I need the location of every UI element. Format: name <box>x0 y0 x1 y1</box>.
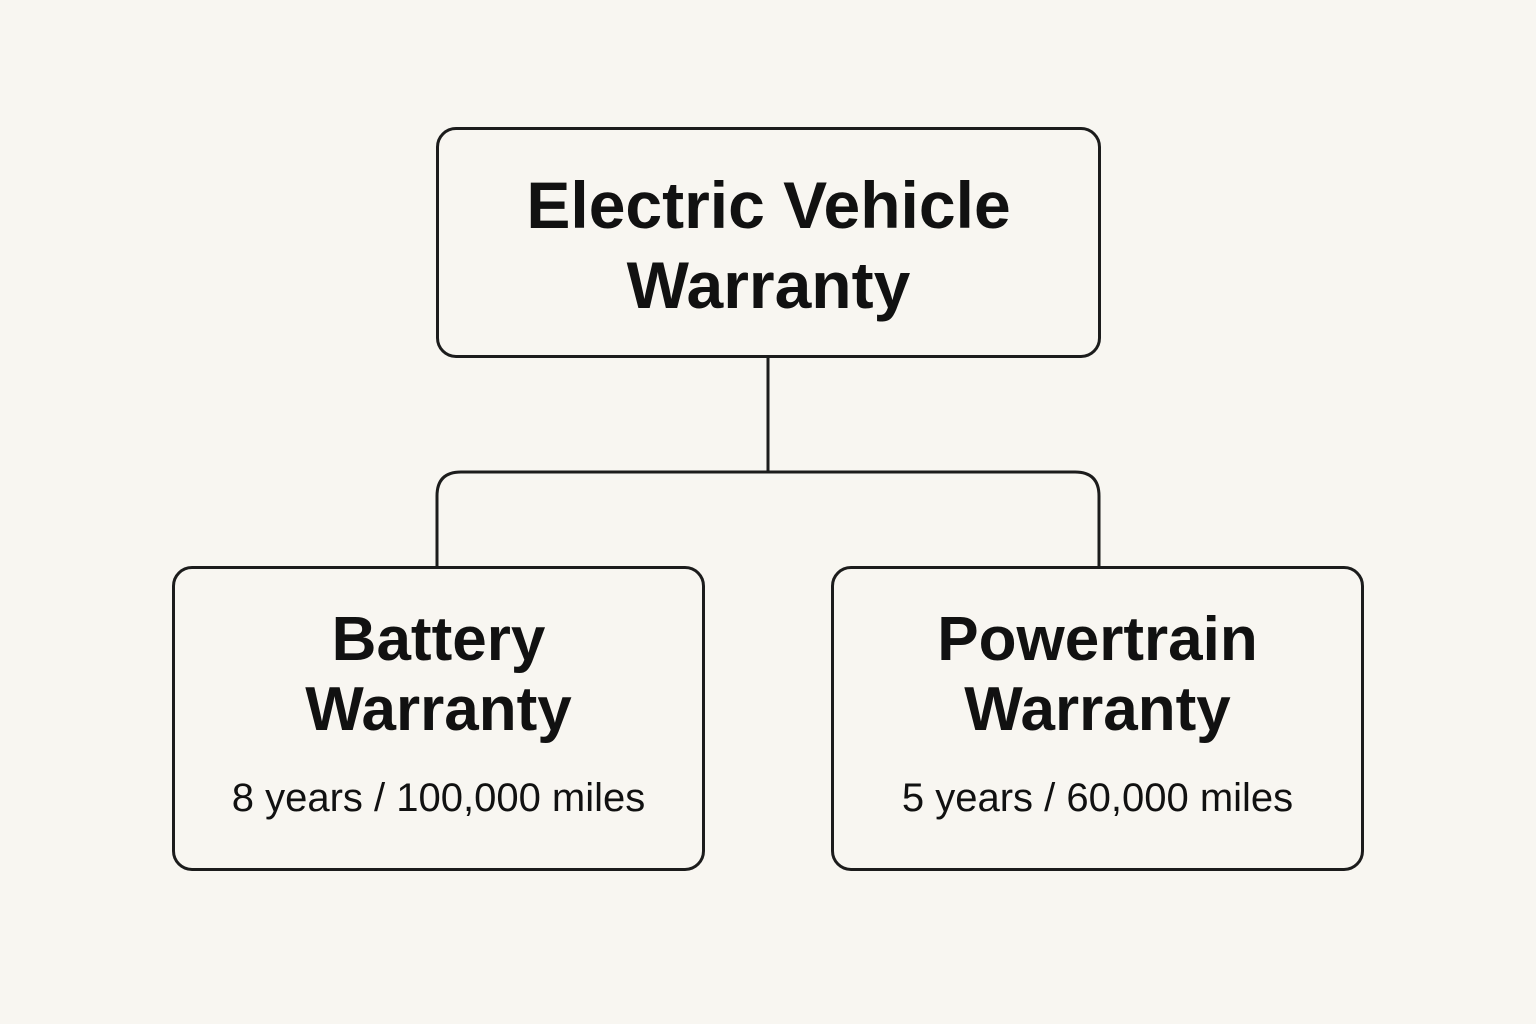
powertrain-coverage-text: 5 years / 60,000 miles <box>901 776 1294 820</box>
root-node-electric-vehicle-warranty: Electric Vehicle Warranty <box>436 127 1101 358</box>
branch-connector-line <box>435 470 1101 566</box>
battery-warranty-coverage: 8 years / 100,000 miles <box>175 773 702 823</box>
powertrain-warranty-title: Powertrain Warranty <box>834 605 1361 745</box>
battery-coverage-text: 8 years / 100,000 miles <box>231 776 646 820</box>
battery-warranty-title: Battery Warranty <box>175 605 702 745</box>
child-node-powertrain-warranty: Powertrain Warranty 5 years / 60,000 mil… <box>831 566 1364 871</box>
battery-title-line-1: Battery <box>331 605 546 674</box>
root-node-title: Electric Vehicle Warranty <box>439 165 1098 325</box>
root-title-line-1: Electric Vehicle <box>526 168 1011 242</box>
powertrain-title-line-2: Warranty <box>964 675 1231 744</box>
powertrain-warranty-coverage: 5 years / 60,000 miles <box>834 773 1361 823</box>
root-title-line-2: Warranty <box>626 248 911 322</box>
powertrain-title-line-1: Powertrain <box>937 605 1258 674</box>
battery-title-line-2: Warranty <box>305 675 572 744</box>
child-node-battery-warranty: Battery Warranty 8 years / 100,000 miles <box>172 566 705 871</box>
